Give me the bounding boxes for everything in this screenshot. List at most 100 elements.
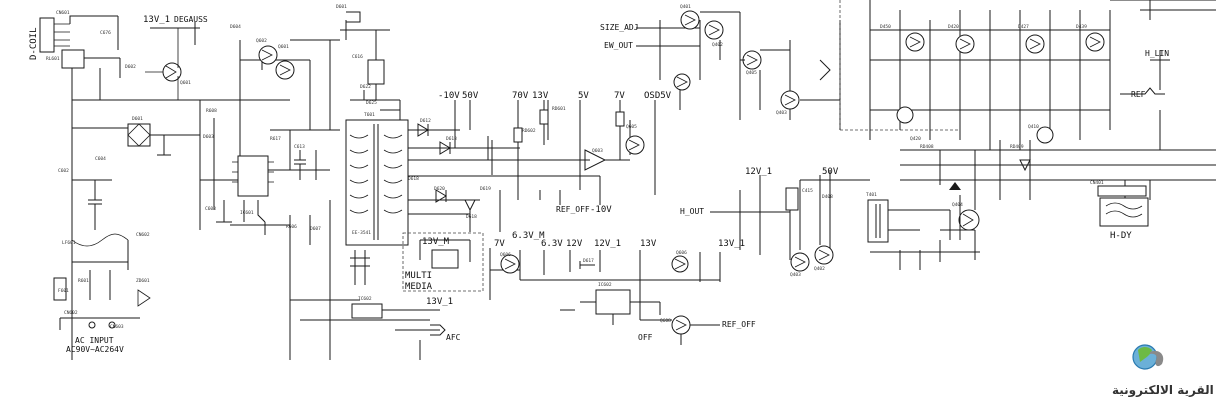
svg-text:CN401: CN401 [1090, 180, 1104, 186]
media-label: MEDIA [405, 282, 433, 292]
svg-text:D602: D602 [125, 64, 136, 70]
multi-label: MULTI [405, 271, 432, 281]
svg-text:C613: C613 [294, 144, 305, 150]
v70-label: 70V [512, 91, 529, 101]
v13-top-label: 13V_1 [143, 15, 170, 25]
svg-text:Q603: Q603 [592, 148, 603, 154]
svg-text:ZD601: ZD601 [136, 278, 150, 284]
ref-off-label: REF_OFF [722, 320, 756, 329]
svg-text:D427: D427 [1018, 24, 1029, 30]
svg-text:Q401: Q401 [680, 4, 691, 10]
logo-text: القرية الالكترونية [1112, 383, 1214, 398]
v63-m-label: 6.3V_M [512, 231, 545, 241]
horizontal-drive-section: 12V_1 50V H_OUT C415 D408 T401 Q404 Q402… [680, 167, 980, 278]
svg-text:C602: C602 [58, 168, 69, 174]
svg-text:D439: D439 [1076, 24, 1087, 30]
secondary-rails: -10V 50V 70V 13V 5V 7V OSD5V REF_OFF -10… [408, 91, 672, 232]
svg-text:Q605: Q605 [626, 124, 637, 130]
h-dy-yoke: H-DY CN401 [1090, 179, 1151, 241]
v12-label: 12V [566, 239, 583, 249]
svg-text:Q420: Q420 [910, 136, 921, 142]
pwm-ic [237, 155, 269, 197]
ew-size-section: SIZE_ADJ EW_OUT Q401 Q402 Q405 Q403 [600, 4, 841, 130]
svg-text:EE-3541: EE-3541 [352, 230, 371, 236]
v12-1-label: 12V_1 [594, 239, 621, 249]
svg-text:D622: D622 [360, 84, 371, 90]
svg-text:Q402: Q402 [712, 42, 723, 48]
svg-text:Q606: Q606 [676, 250, 687, 256]
osd5v-label: OSD5V [644, 91, 672, 101]
svg-text:IC602: IC602 [358, 296, 372, 302]
svg-text:CN601: CN601 [56, 10, 70, 16]
svg-text:CN602: CN602 [136, 232, 150, 238]
deflection-section: H_LIN REF D450 D420 D427 D439 Q420 Q410 … [839, 0, 1216, 240]
h-drive-transformer [867, 199, 889, 243]
svg-text:R608: R608 [206, 108, 217, 114]
svg-text:D618: D618 [466, 214, 477, 220]
v13-1-a-label: 13V_1 [718, 239, 745, 249]
svg-text:Q404: Q404 [952, 202, 963, 208]
ac-input-label: AC INPUT [75, 336, 114, 345]
v50-label: 50V [462, 91, 479, 101]
svg-text:D607: D607 [310, 226, 321, 232]
v5-label: 5V [578, 91, 589, 101]
v7-label: 7V [614, 91, 625, 101]
ref-off-mid-label: REF_OFF [556, 205, 590, 214]
svg-text:RD409: RD409 [1010, 144, 1024, 150]
multimedia-block: 13V_M MULTI MEDIA [402, 232, 484, 292]
primary-section: R608 D603 D604 Q602 Q601 IC601 R617 C613… [199, 4, 401, 245]
ic602-ref: IC602 [598, 282, 612, 288]
svg-text:D613: D613 [446, 136, 457, 142]
svg-text:IC601: IC601 [240, 210, 254, 216]
svg-text:Q601: Q601 [180, 80, 191, 86]
svg-text:D408: D408 [822, 194, 833, 200]
transformer-ref: T601 [364, 112, 375, 118]
v7-b-label: 7V [494, 239, 505, 249]
svg-text:D625: D625 [366, 100, 377, 106]
svg-text:D619: D619 [480, 186, 491, 192]
svg-text:D450: D450 [880, 24, 891, 30]
neg10v-b-label: -10V [590, 205, 612, 215]
svg-text:Q405: Q405 [746, 70, 757, 76]
d-coil-connector [39, 17, 55, 53]
svg-text:Q403: Q403 [776, 110, 787, 116]
v13-label: 13V [640, 239, 657, 249]
svg-text:D618: D618 [408, 176, 419, 182]
svg-text:D601: D601 [336, 4, 347, 10]
svg-text:LF601: LF601 [62, 240, 76, 246]
svg-text:D601: D601 [132, 116, 143, 122]
v63-label: 6.3V [541, 239, 563, 249]
svg-text:C616: C616 [352, 54, 363, 60]
svg-text:Q410: Q410 [1028, 124, 1039, 130]
svg-text:Q602: Q602 [256, 38, 267, 44]
svg-text:Q601: Q601 [278, 44, 289, 50]
ac-range-label: AC90V~AC264V [66, 345, 124, 354]
v50-right-label: 50V [822, 167, 839, 177]
neg10v-label: -10V [438, 91, 460, 101]
svg-text:D620: D620 [434, 186, 445, 192]
svg-text:T401: T401 [866, 192, 877, 198]
svg-text:D612: D612 [420, 118, 431, 124]
v12-right-label: 12V_1 [745, 167, 772, 177]
svg-text:D604: D604 [230, 24, 241, 30]
svg-text:RD602: RD602 [522, 128, 536, 134]
size-adj-label: SIZE_ADJ [600, 23, 639, 32]
regulator-section: 7V 6.3V_M 6.3V 12V 12V_1 13V 13V_1 13V_1… [289, 231, 756, 360]
d-coil-label: D-COIL [29, 27, 39, 60]
h-dy-label: H-DY [1110, 231, 1132, 241]
ew-out-label: EW_OUT [604, 41, 633, 50]
svg-text:CN603: CN603 [110, 324, 124, 330]
ref-label: REF [1131, 90, 1146, 99]
watermark-logo: القرية الالكترونية [1112, 344, 1214, 398]
v13-m-label: 13V_M [422, 237, 450, 247]
svg-text:RD408: RD408 [920, 144, 934, 150]
svg-text:D603: D603 [203, 134, 214, 140]
degauss-section: D-COIL 13V_1 DEGAUSS AC INPUT AC90V~AC26… [29, 10, 290, 360]
svg-text:CN602: CN602 [64, 310, 78, 316]
flyback-transformer: T601 EE-3541 [345, 112, 409, 246]
svg-text:F601: F601 [58, 288, 69, 294]
svg-text:R601: R601 [78, 278, 89, 284]
svg-text:C415: C415 [802, 188, 813, 194]
svg-text:Q608: Q608 [660, 318, 671, 324]
